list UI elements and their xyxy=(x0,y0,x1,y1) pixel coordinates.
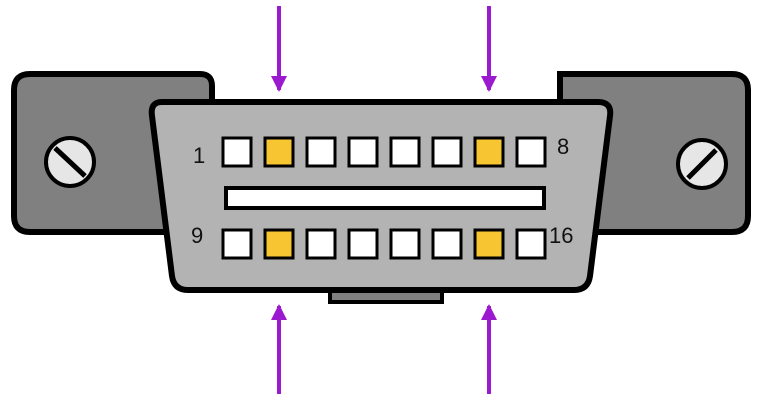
pin-16 xyxy=(515,228,547,260)
pin-label-8: 8 xyxy=(557,134,569,159)
pin-3 xyxy=(305,136,337,168)
pin-2 xyxy=(263,136,295,168)
pin-5 xyxy=(389,136,421,168)
pin-1 xyxy=(221,136,253,168)
arrow-down-icon xyxy=(271,6,287,92)
pin-11 xyxy=(305,228,337,260)
arrow-down-icon xyxy=(481,6,497,92)
pin-15 xyxy=(473,228,505,260)
pin-4 xyxy=(347,136,379,168)
pin-6 xyxy=(431,136,463,168)
top-pin-row xyxy=(221,136,547,168)
pin-label-16: 16 xyxy=(549,223,573,248)
pin-7 xyxy=(473,136,505,168)
arrow-up-icon xyxy=(481,304,497,394)
pin-8 xyxy=(515,136,547,168)
pin-label-9: 9 xyxy=(191,223,203,248)
right-screw-icon xyxy=(676,138,728,190)
pin-10 xyxy=(263,228,295,260)
left-screw-icon xyxy=(44,136,96,188)
pin-14 xyxy=(431,228,463,260)
indicator-arrows xyxy=(271,6,497,394)
bottom-pin-row xyxy=(221,228,547,260)
pin-label-1: 1 xyxy=(193,143,205,168)
arrow-up-icon xyxy=(271,304,287,394)
center-slot xyxy=(224,186,546,210)
pin-12 xyxy=(347,228,379,260)
pin-13 xyxy=(389,228,421,260)
pin-9 xyxy=(221,228,253,260)
